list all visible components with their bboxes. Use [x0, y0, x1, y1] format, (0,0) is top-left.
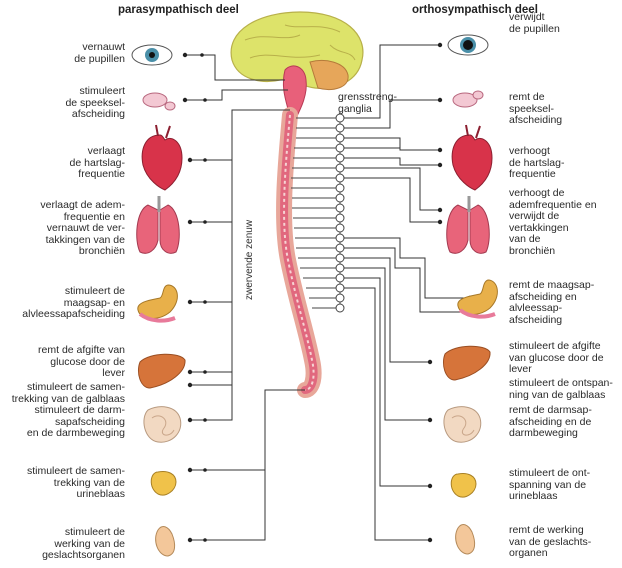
- right-eye-icon: [447, 34, 489, 56]
- right-bladder-icon: [450, 473, 477, 498]
- left-label-saliva: stimuleert de speeksel- afscheiding: [65, 85, 125, 121]
- right-liver-icon: [442, 345, 491, 381]
- left-stomach-icon: [137, 284, 178, 323]
- left-intestine-icon: [143, 406, 182, 443]
- right-label-gallbladder: stimuleert de ontspan- ning van de galbl…: [509, 377, 613, 401]
- right-label-genitals: remt de werking van de geslachts- organe…: [509, 524, 592, 560]
- left-bladder-icon: [150, 471, 177, 496]
- parasympathetic-header: parasympathisch deel: [118, 4, 239, 16]
- left-eye-icon: [131, 44, 173, 66]
- left-label-pupils: vernauwt de pupillen: [74, 41, 125, 65]
- spinal-cord: [276, 107, 322, 398]
- left-label-intestine: stimuleert de darm- sapafscheiding en de…: [26, 404, 125, 440]
- right-salivary-gland-icon: [452, 90, 484, 108]
- left-label-heart: verlaagt de hartslag- frequentie: [69, 145, 125, 181]
- parasympathetic-nerves: [182, 52, 305, 543]
- left-label-bladder: stimuleert de samen- trekking van de uri…: [26, 465, 125, 501]
- left-heart-icon: [141, 124, 183, 191]
- right-label-lungs: verhoogt de ademfrequentie en verwijdt d…: [509, 187, 597, 257]
- right-label-pupils: verwijdt de pupillen: [509, 11, 560, 35]
- right-stomach-icon: [457, 279, 498, 319]
- right-genital-organ-icon: [455, 524, 476, 555]
- left-salivary-gland-icon: [142, 92, 176, 111]
- right-label-stomach: remt de maagsap- afscheiding en alvleess…: [509, 279, 595, 326]
- left-genital-organ-icon: [155, 526, 176, 557]
- vagus-label: zwervende zenuw: [244, 219, 255, 300]
- right-lungs-icon: [446, 196, 490, 254]
- left-lungs-icon: [136, 196, 180, 254]
- right-label-intestine: remt de darmsap- afscheiding en de darmb…: [509, 404, 592, 440]
- left-label-gallbladder: stimuleert de samen- trekking van de gal…: [11, 381, 125, 405]
- right-heart-icon: [451, 124, 493, 191]
- ganglia-label: grensstreng- ganglia: [338, 91, 397, 115]
- sympathetic-chain: [291, 112, 345, 313]
- right-intestine-icon: [443, 406, 482, 443]
- right-label-heart: verhoogt de hartslag- frequentie: [509, 145, 565, 181]
- sympathetic-nerves: [344, 42, 473, 543]
- left-liver-icon: [137, 353, 186, 389]
- right-label-liver: stimuleert de afgifte van glucose door d…: [509, 340, 604, 376]
- left-label-stomach: stimuleert de maagsap- en alvleessapafsc…: [22, 285, 125, 321]
- right-label-saliva: remt de speeksel- afscheiding: [509, 91, 563, 127]
- left-label-lungs: verlaagt de adem- frequentie en vernauwt…: [40, 199, 125, 258]
- left-label-genitals: stimuleert de werking van de geslachtsor…: [42, 526, 125, 562]
- left-label-liver: remt de afgifte van glucose door de leve…: [38, 344, 125, 380]
- sympathetic-header: orthosympathisch deel: [412, 4, 538, 16]
- right-label-bladder: stimuleert de ont- spanning van de urine…: [509, 467, 591, 503]
